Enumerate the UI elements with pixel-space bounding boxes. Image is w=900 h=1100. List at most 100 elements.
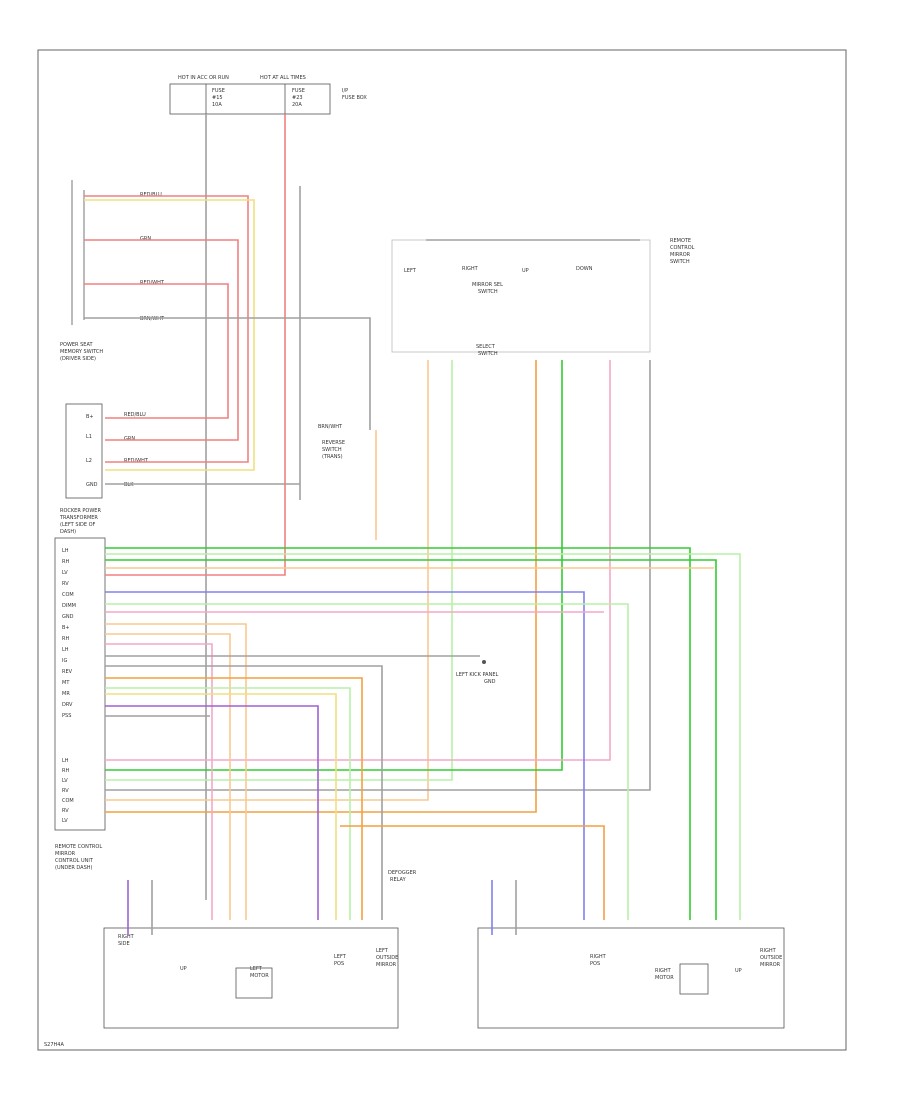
memory-wire-2: GRN xyxy=(140,236,151,242)
diagram-border xyxy=(37,49,847,1051)
transformer-label-4: DASH) xyxy=(60,529,76,535)
transformer-box xyxy=(65,403,103,499)
right-pos-1: RIGHT xyxy=(590,954,607,960)
mirror-dir-left: LEFT xyxy=(404,268,417,274)
memory-wire-4: BRN/WHT xyxy=(140,316,165,322)
wire-cu-gray-2 xyxy=(105,665,383,920)
control-unit-pin-bottom-0: LH xyxy=(62,758,69,764)
left-mirror-label-2: OUTSIDE xyxy=(376,955,398,961)
transformer-wire-4: BLK xyxy=(124,482,134,488)
memory-switch-label-2: MEMORY SWITCH xyxy=(60,349,103,355)
mirror-switch-label-3: MIRROR xyxy=(670,252,691,258)
control-unit-pin-top-4: COM xyxy=(62,592,74,598)
control-unit-pin-top-12: MT xyxy=(62,680,70,686)
transformer-pin-3: L2 xyxy=(86,458,92,464)
right-mirror-label-3: MIRROR xyxy=(760,962,781,968)
ground-left-label-1: LEFT KICK PANEL xyxy=(456,672,499,678)
control-unit-pin-top-0: LH xyxy=(62,548,69,554)
control-unit-pin-top-8: RH xyxy=(62,636,69,642)
wire-memory-brn-wht xyxy=(84,317,371,430)
transformer-label-3: (LEFT SIDE OF xyxy=(60,522,96,528)
reverse-switch-label-2: SWITCH xyxy=(322,447,342,453)
control-unit-pin-top-3: RV xyxy=(62,581,69,587)
control-unit-label-1: REMOTE CONTROL xyxy=(55,844,102,850)
control-unit-pin-bottom-5: RV xyxy=(62,808,69,814)
wire-mirror-out-1 xyxy=(105,360,429,801)
control-unit-pin-top-1: RH xyxy=(62,559,69,565)
control-unit-pin-bottom-6: LV xyxy=(62,818,68,824)
left-mirror-housing xyxy=(103,927,399,1029)
wire-mirror-out-3 xyxy=(105,360,537,813)
memory-wire-3: RED/WHT xyxy=(140,280,165,286)
memory-wire-1: RED/BLU xyxy=(140,192,162,198)
wire-mirror-out-2 xyxy=(105,360,453,781)
left-pos-2: POS xyxy=(334,961,344,967)
left-motor-up: UP xyxy=(180,966,187,972)
wire-cu-purple xyxy=(105,705,319,920)
control-unit-pin-bottom-2: LV xyxy=(62,778,68,784)
wire-memory-yellow xyxy=(84,199,255,471)
control-unit-pin-top-15: PSS xyxy=(62,713,71,719)
mirror-switch-label-2: CONTROL xyxy=(670,245,695,251)
fuse-left-line-3: 10A xyxy=(212,102,222,108)
control-unit-label-2: MIRROR xyxy=(55,851,76,857)
fuse-left-label: HOT IN ACC OR RUN xyxy=(178,75,229,81)
wire-memory-red-wht xyxy=(84,283,229,419)
fuse-right-line-1: FUSE xyxy=(292,88,305,94)
left-pos-1: LEFT xyxy=(334,954,347,960)
wire-mirror-out-5 xyxy=(105,360,611,761)
control-unit-pin-top-2: LV xyxy=(62,570,68,576)
left-motor-1 xyxy=(235,967,273,999)
reverse-switch-label-3: (TRANS) xyxy=(322,454,343,460)
wire-cu-orange-4 xyxy=(105,677,363,920)
control-unit-pin-top-10: IG xyxy=(62,658,67,664)
right-motor-right: RIGHT xyxy=(655,968,672,974)
wire-cu-yellow xyxy=(105,693,337,920)
control-unit-pins: LHRHLVRVCOMDIMMGNDB+RHLHIGREVMTMRDRVPSSL… xyxy=(62,548,76,824)
defogger-label-1: DEFOGGER xyxy=(388,870,417,876)
transformer-label-2: TRANSFORMER xyxy=(59,515,98,521)
wire-cu-grn-2 xyxy=(105,553,741,920)
control-unit-pin-bottom-3: RV xyxy=(62,788,69,794)
transformer-label-1: ROCKER POWER xyxy=(60,508,101,514)
reverse-switch-label-1: REVERSE xyxy=(322,440,345,446)
defogger-label-2: RELAY xyxy=(390,877,407,883)
control-unit-pin-top-9: LH xyxy=(62,647,69,653)
left-motor-left: LEFT xyxy=(250,966,263,972)
right-pos-2: POS xyxy=(590,961,600,967)
mirror-switch-label-1: REMOTE xyxy=(670,238,691,244)
wire-memory-red-blu xyxy=(84,195,249,463)
wire-cu-blue xyxy=(105,591,585,920)
right-mirror-housing xyxy=(477,927,785,1029)
fuse-panel-label-1: I/P xyxy=(342,88,348,94)
wire-cu-lgrn xyxy=(105,603,629,920)
fuse-left-line-1: FUSE xyxy=(212,88,225,94)
mirror-bottom-1: SELECT xyxy=(476,344,496,350)
fuse-box xyxy=(169,83,331,115)
wire-cu-orange-3 xyxy=(105,633,231,920)
wire-fuse-right-feed xyxy=(105,114,286,576)
mirror-dir-down: DOWN xyxy=(576,266,593,272)
mirror-dir-up: UP xyxy=(522,268,529,274)
control-unit-pin-top-14: DRV xyxy=(62,702,73,708)
fuse-right-label: HOT AT ALL TIMES xyxy=(260,75,306,81)
left-side-label-1: RIGHT xyxy=(118,934,135,940)
control-unit-pin-bottom-4: COM xyxy=(62,798,74,804)
fuse-left-line-2: #15 xyxy=(212,95,223,101)
mirror-sub-2: SWITCH xyxy=(478,289,498,295)
wire-layer xyxy=(84,114,741,935)
transformer-pin-2: L1 xyxy=(86,434,92,440)
memory-switch-label-1: POWER SEAT xyxy=(60,342,93,348)
control-unit-box xyxy=(54,537,106,831)
wire-cu-grn-1 xyxy=(105,547,691,920)
transformer-pin-4: GND xyxy=(86,482,98,488)
right-motor-up: UP xyxy=(735,968,742,974)
transformer-wire-1: RED/BLU xyxy=(124,412,146,418)
left-motor-motor: MOTOR xyxy=(250,973,269,979)
control-unit-label-4: (UNDER DASH) xyxy=(55,865,93,871)
mirror-switch-frame xyxy=(391,239,651,353)
control-unit-pin-bottom-1: RH xyxy=(62,768,69,774)
right-mirror-label-1: RIGHT xyxy=(760,948,777,954)
control-unit-pin-top-6: GND xyxy=(62,614,74,620)
